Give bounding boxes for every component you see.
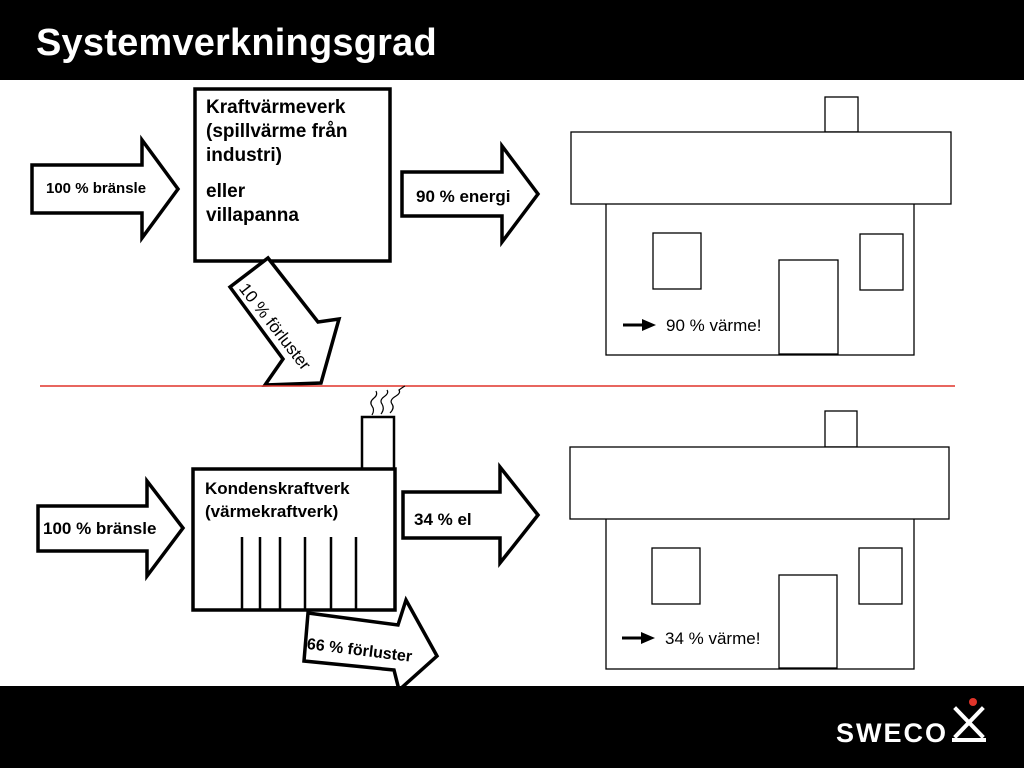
bottom-output-label: 34 % el (414, 510, 472, 529)
bottom-house-door (778, 574, 838, 669)
top-house-door (778, 259, 839, 355)
top-house-window-left (652, 232, 702, 290)
power-plant-box (191, 467, 397, 612)
sweco-logo-icon (952, 698, 986, 742)
bottom-house-roof (569, 446, 950, 520)
bottom-house-chimney (824, 410, 858, 448)
bottom-house-window-left (651, 547, 701, 605)
top-plant-name: Kraftvärmeverk (206, 97, 346, 118)
top-input-arrow (30, 134, 181, 244)
smoke-icon (370, 385, 406, 416)
bottom-output-arrow (401, 461, 541, 569)
power-plant (191, 385, 406, 612)
top-house-roof (570, 131, 952, 205)
brand-name: SWECO (836, 718, 949, 748)
top-input-label: 100 % bränsle (46, 180, 147, 197)
bottom-house (569, 410, 950, 670)
footer-bar (0, 686, 1024, 768)
power-plant-stripes (240, 537, 358, 610)
power-plant-chimney (360, 415, 396, 472)
top-plant-box (193, 87, 392, 263)
top-plant-alt: villapanna (206, 205, 299, 226)
bottom-loss-arrow (302, 595, 440, 694)
top-loss-arrow (227, 255, 342, 387)
bottom-input-arrow (36, 475, 186, 582)
top-output-label: 90 % energi (416, 187, 511, 206)
bottom-house-window-right (858, 547, 903, 605)
arrow-right-icon (623, 319, 656, 331)
bottom-input-label: 100 % bränsle (43, 519, 157, 538)
top-output-arrow (400, 140, 541, 248)
top-plant-text: Kraftvärmeverk (spillvärme från industri… (206, 96, 384, 228)
bottom-plant-detail: (värmekraftverk) (205, 502, 339, 521)
top-house-chimney (824, 96, 859, 133)
header-bar: Systemverkningsgrad (0, 0, 1024, 80)
top-plant-or: eller (206, 181, 246, 202)
bottom-plant-text: Kondenskraftverk (värmekraftverk) (205, 477, 390, 523)
arrow-right-icon (622, 632, 655, 644)
top-house (570, 96, 952, 356)
slide-title: Systemverkningsgrad (36, 22, 437, 64)
top-house-label: 90 % värme! (666, 316, 762, 335)
top-house-window-right (859, 233, 904, 291)
bottom-house-label: 34 % värme! (665, 629, 761, 648)
top-plant-detail: (spillvärme från industri) (206, 121, 348, 166)
bottom-plant-name: Kondenskraftverk (205, 479, 350, 498)
